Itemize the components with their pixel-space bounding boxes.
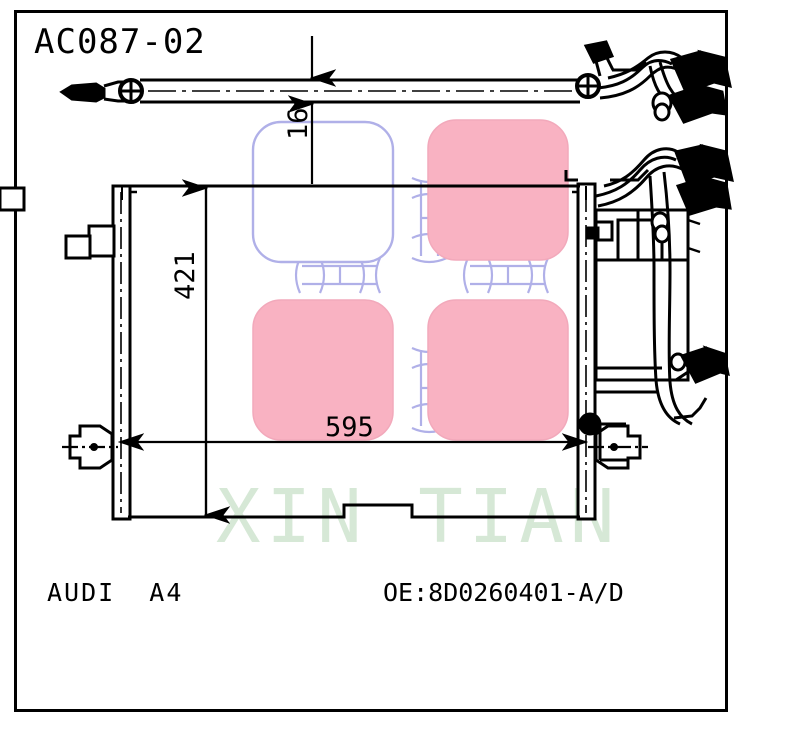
core-cell-top-right — [427, 119, 569, 261]
oe-number-label: OE:8D0260401-A/D — [383, 578, 624, 607]
top-pipe-assembly — [59, 40, 732, 124]
dimension-width-label: 595 — [325, 412, 374, 443]
mounting-brackets — [62, 412, 648, 470]
receiver-drier-assembly — [0, 143, 734, 426]
dimension-height-label: 421 — [170, 251, 201, 300]
condenser-core-pattern — [251, 119, 569, 441]
dimension-lines — [117, 36, 589, 524]
core-cell-top-left — [251, 120, 395, 264]
vehicle-label: AUDI A4 — [47, 578, 184, 607]
dimension-thickness-label: 16 — [283, 107, 314, 140]
core-cell-bottom-right — [427, 299, 569, 441]
page-title: AC087-02 — [34, 22, 206, 62]
